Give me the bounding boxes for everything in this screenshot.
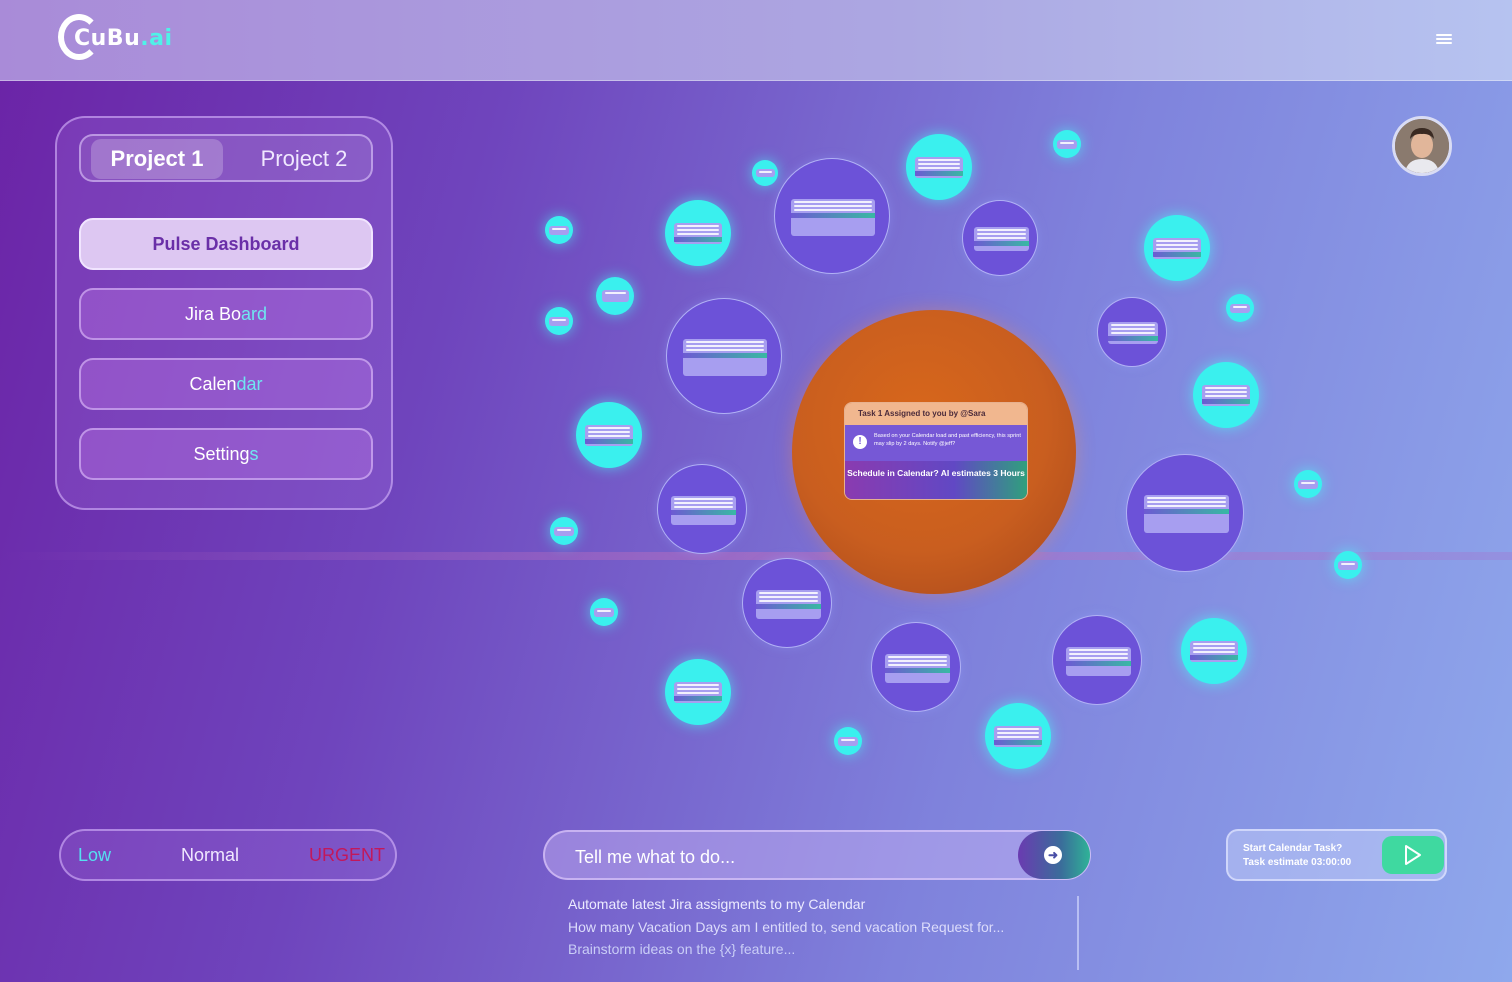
- suggestion-2[interactable]: How many Vacation Days am I entitled to,…: [568, 919, 1005, 935]
- background-streak: [0, 552, 1512, 560]
- nav-calendar[interactable]: Calendar: [79, 358, 373, 410]
- task-bubble-preview: [554, 527, 574, 536]
- nav-jira-board[interactable]: Jira Board: [79, 288, 373, 340]
- task-bubble-preview: [585, 425, 633, 446]
- nav-pulse-dashboard[interactable]: Pulse Dashboard: [79, 218, 373, 270]
- task-bubble-preview: [994, 726, 1042, 747]
- send-button[interactable]: ➜: [1018, 831, 1090, 879]
- task-bubble[interactable]: [550, 517, 578, 545]
- task-bubble-preview: [594, 608, 614, 617]
- tab-project-1[interactable]: Project 1: [91, 139, 223, 179]
- project-tabs: Project 1 Project 2: [79, 134, 373, 182]
- task-bubble[interactable]: [1226, 294, 1254, 322]
- task-bubble-preview: [602, 290, 629, 302]
- task-card-body: ! Based on your Calendar load and past e…: [845, 425, 1027, 461]
- task-bubble[interactable]: [742, 558, 832, 648]
- task-bubble-preview: [1202, 385, 1250, 406]
- task-bubble[interactable]: [1181, 618, 1247, 684]
- calendar-task-widget: Start Calendar Task? Task estimate 03:00…: [1226, 829, 1447, 881]
- logo-text: CuBu.ai: [74, 26, 173, 51]
- task-card-header: Task 1 Assigned to you by @Sara: [845, 403, 1027, 425]
- task-bubble[interactable]: [1097, 297, 1167, 367]
- task-bubble-preview: [1230, 304, 1250, 313]
- task-bubble-preview: [1298, 480, 1318, 489]
- task-bubble[interactable]: [871, 622, 961, 712]
- sidebar-panel: Project 1 Project 2 Pulse Dashboard Jira…: [55, 116, 393, 510]
- cubu-logo[interactable]: CuBu.ai: [58, 14, 172, 66]
- task-bubble[interactable]: [774, 158, 890, 274]
- task-bubble-preview: [885, 654, 950, 683]
- priority-urgent[interactable]: URGENT: [309, 845, 385, 865]
- task-bubble[interactable]: [985, 703, 1051, 769]
- task-bubble[interactable]: [576, 402, 642, 468]
- task-bubble[interactable]: [1052, 615, 1142, 705]
- task-bubble[interactable]: [1193, 362, 1259, 428]
- task-bubble-preview: [1153, 238, 1201, 259]
- calendar-task-estimate: Task estimate 03:00:00: [1243, 857, 1352, 868]
- user-avatar[interactable]: [1392, 116, 1452, 176]
- hamburger-menu-icon[interactable]: [1436, 34, 1452, 46]
- suggestion-1[interactable]: Automate latest Jira assigments to my Ca…: [568, 896, 866, 912]
- top-bar: CuBu.ai: [0, 0, 1512, 81]
- task-bubble-preview: [1057, 140, 1077, 149]
- task-bubble-preview: [1190, 641, 1238, 662]
- task-card: Task 1 Assigned to you by @Sara ! Based …: [844, 402, 1028, 500]
- task-bubble[interactable]: [906, 134, 972, 200]
- task-bubble[interactable]: [1144, 215, 1210, 281]
- task-bubble[interactable]: [752, 160, 778, 186]
- task-bubble-preview: [756, 169, 775, 177]
- prompt-input[interactable]: [573, 844, 1007, 870]
- task-bubble[interactable]: [1294, 470, 1322, 498]
- avatar-portrait-icon: [1395, 119, 1449, 173]
- task-bubble[interactable]: [1126, 454, 1244, 572]
- priority-low[interactable]: Low: [78, 845, 112, 865]
- task-bubble-preview: [974, 227, 1029, 251]
- task-bubble-preview: [1144, 495, 1229, 533]
- task-bubble[interactable]: [1053, 130, 1081, 158]
- task-bubble-preview: [756, 590, 821, 619]
- calendar-task-title: Start Calendar Task?: [1243, 843, 1343, 854]
- task-card-message: Based on your Calendar load and past eff…: [874, 433, 1021, 447]
- task-bubble-preview: [549, 317, 569, 326]
- arrow-right-icon: ➜: [1044, 846, 1062, 864]
- start-task-button[interactable]: [1382, 836, 1444, 874]
- task-bubble-preview: [838, 737, 858, 746]
- play-icon: [1405, 845, 1421, 865]
- task-bubble[interactable]: [657, 464, 747, 554]
- logo-c-mark: [58, 14, 100, 60]
- task-bubble-preview: [915, 157, 963, 178]
- task-bubble-preview: [1338, 561, 1358, 570]
- task-bubble-preview: [549, 226, 569, 235]
- command-prompt: ➜: [543, 830, 1091, 880]
- task-bubble[interactable]: [962, 200, 1038, 276]
- priority-normal[interactable]: Normal: [181, 845, 240, 865]
- task-bubble-preview: [1066, 647, 1131, 676]
- task-bubble-preview: [791, 199, 875, 236]
- task-bubble[interactable]: [834, 727, 862, 755]
- task-bubble[interactable]: [665, 659, 731, 725]
- task-bubble[interactable]: [545, 307, 573, 335]
- schedule-in-calendar-button[interactable]: Schedule in Calendar? AI estimates 3 Hou…: [845, 461, 1027, 499]
- task-bubble[interactable]: [545, 216, 573, 244]
- task-bubble-preview: [671, 496, 736, 525]
- task-bubble[interactable]: [666, 298, 782, 414]
- focus-task-bubble[interactable]: Task 1 Assigned to you by @Sara ! Based …: [792, 310, 1076, 594]
- task-bubble-preview: [674, 223, 722, 244]
- tab-project-2[interactable]: Project 2: [260, 146, 348, 171]
- priority-selector: Low Normal URGENT: [59, 829, 397, 881]
- task-bubble-preview: [674, 682, 722, 703]
- suggestions-scrollbar[interactable]: [1077, 896, 1079, 970]
- task-bubble[interactable]: [590, 598, 618, 626]
- task-bubble-preview: [1108, 322, 1158, 344]
- task-bubble-preview: [683, 339, 767, 376]
- warning-icon: !: [853, 435, 867, 449]
- suggestion-3[interactable]: Brainstorm ideas on the {x} feature...: [568, 941, 796, 957]
- task-bubble[interactable]: [1334, 551, 1362, 579]
- nav-settings[interactable]: Settings: [79, 428, 373, 480]
- task-bubble[interactable]: [665, 200, 731, 266]
- task-bubble[interactable]: [596, 277, 634, 315]
